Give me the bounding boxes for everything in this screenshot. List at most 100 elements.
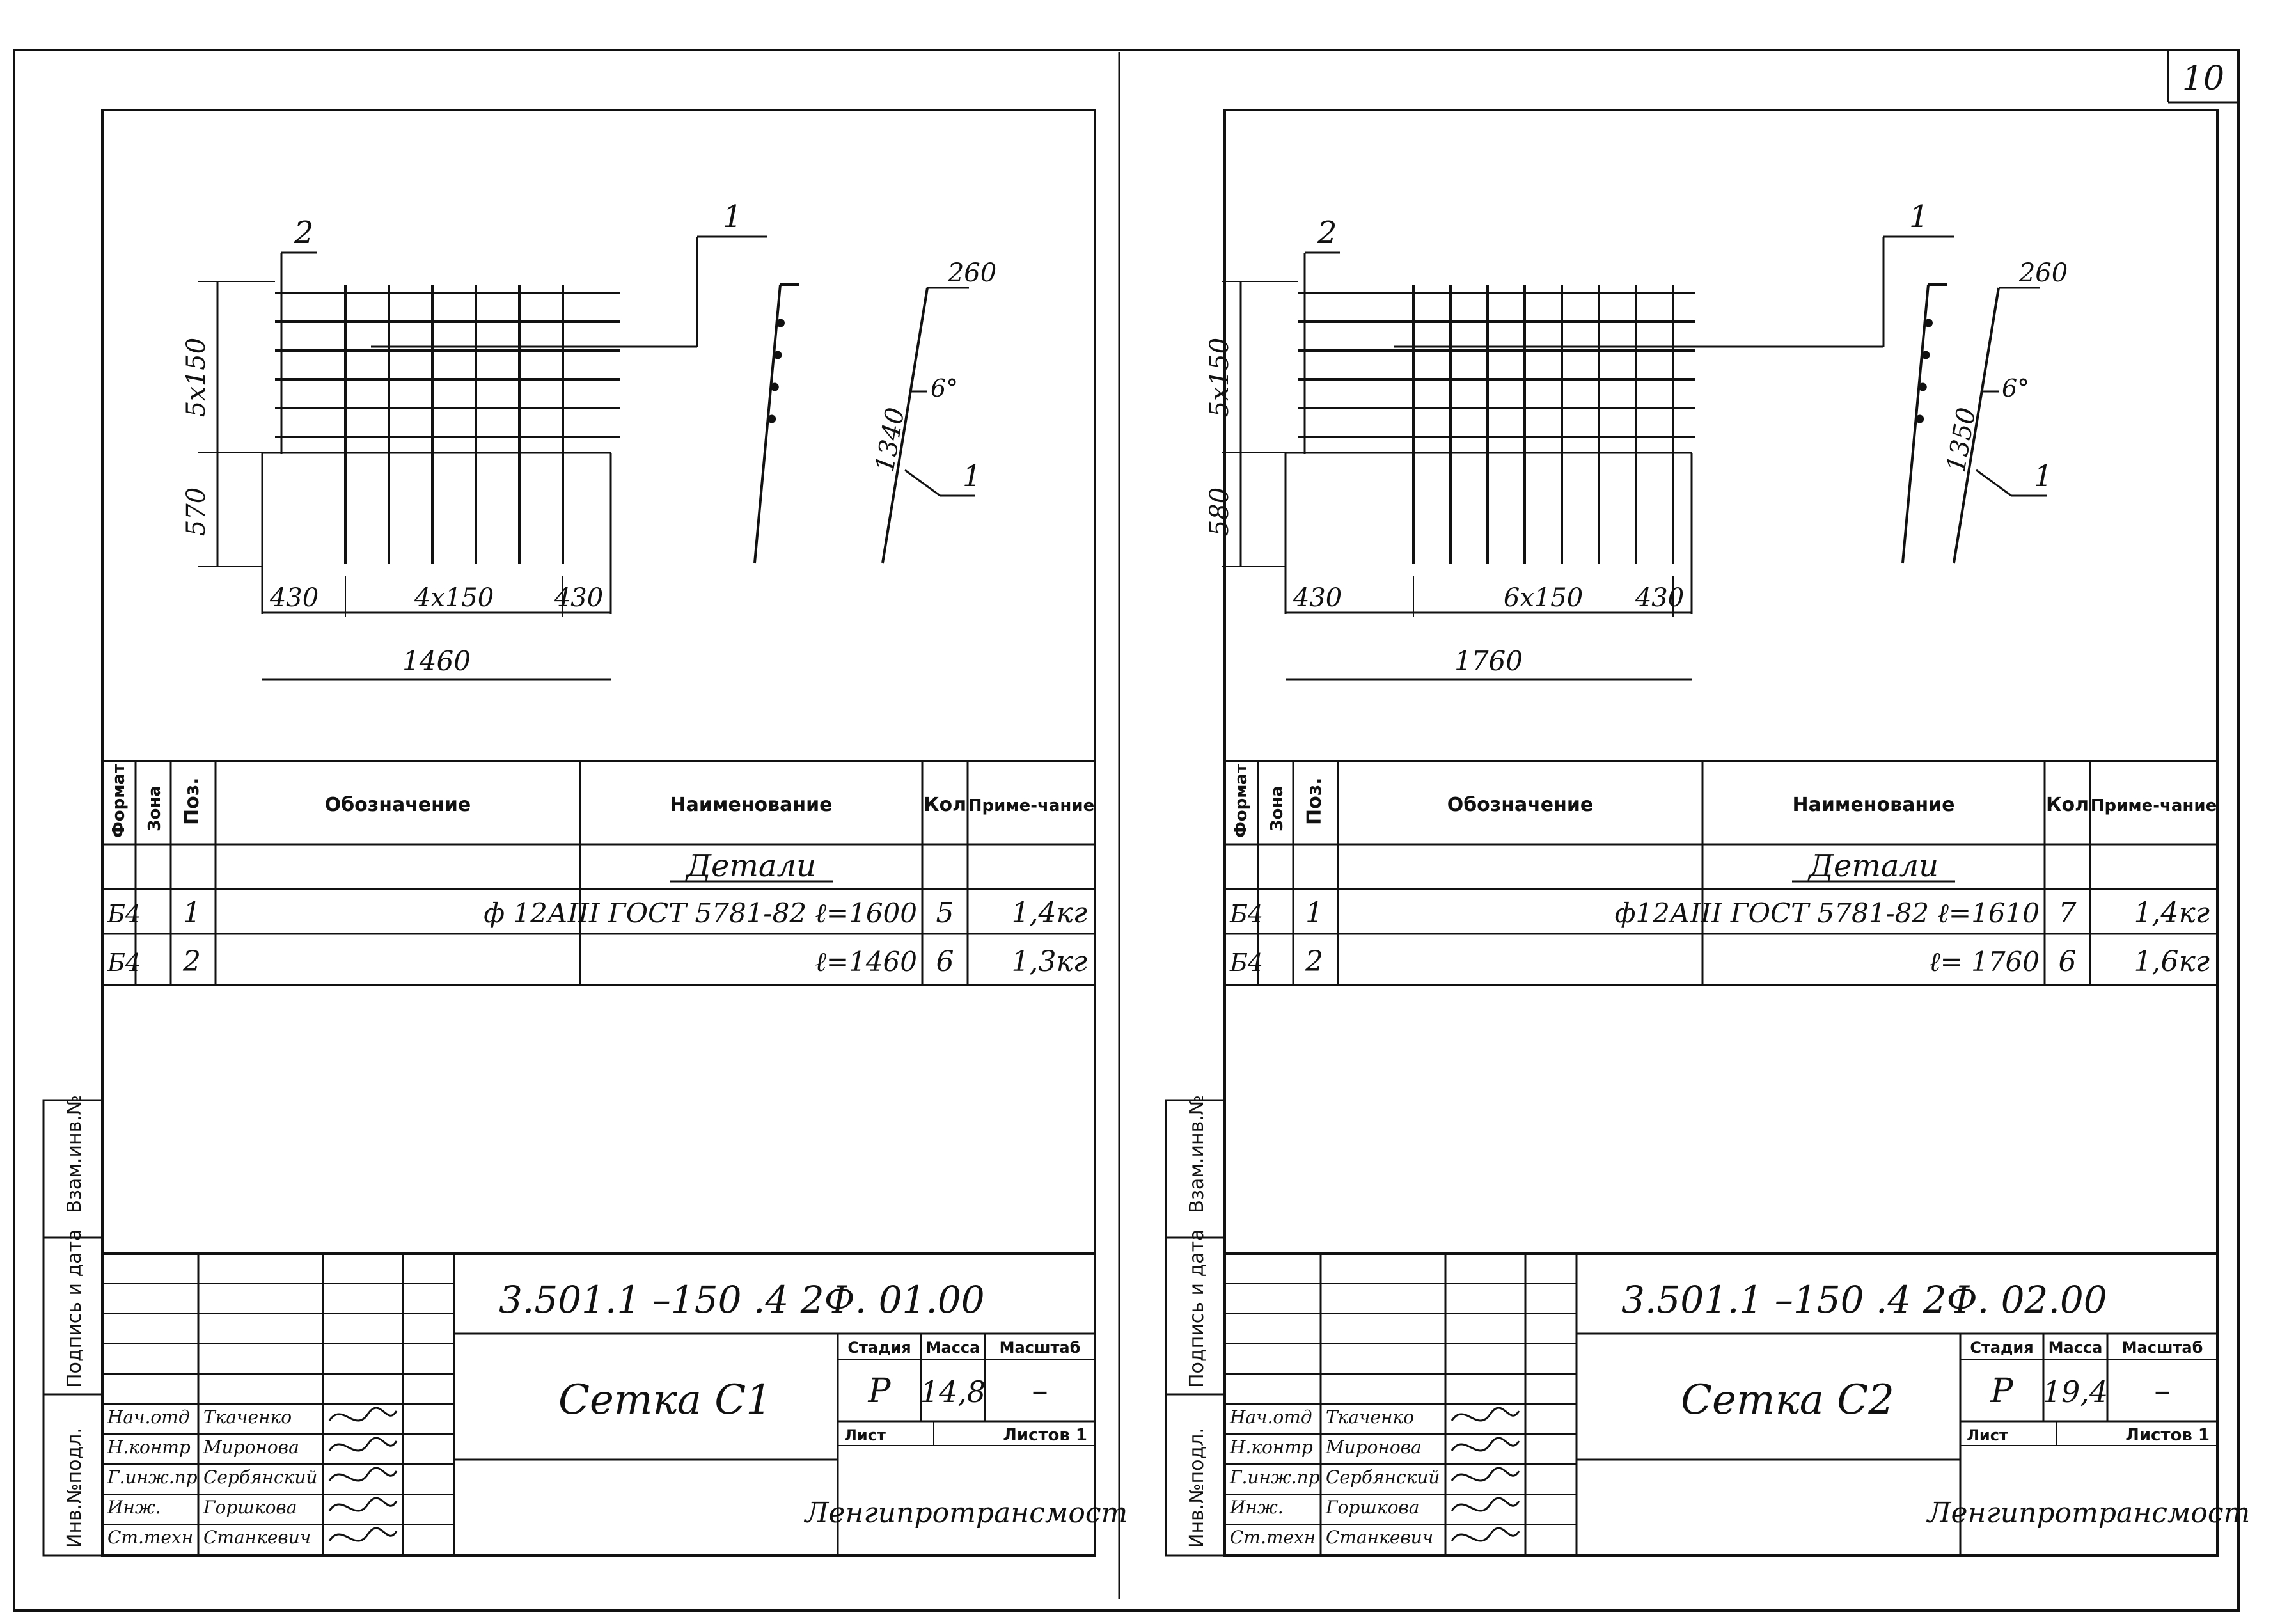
page-border (13, 49, 2240, 1612)
header-note: Приме-чание (2091, 796, 2217, 816)
sheet-2-frame (1223, 109, 2219, 1557)
signature (1451, 1527, 1520, 1542)
signer-name: Сербянский (203, 1467, 317, 1488)
bend-dot (1918, 382, 1927, 391)
position-1-side-label: 1 (963, 459, 981, 493)
row-position: 2 (1305, 945, 1323, 978)
row-format: Б4 (107, 949, 141, 977)
sheet-1-frame (101, 109, 1096, 1557)
signer-name: Горшкова (1325, 1497, 1419, 1518)
sheets-label: Листов 1 (2125, 1426, 2210, 1445)
bent-bar (1953, 287, 2000, 564)
signer-role: Нач.отд (1229, 1407, 1312, 1428)
signer-role: Г.инж.пр (1229, 1467, 1320, 1488)
sheets-label: Листов 1 (1003, 1426, 1087, 1445)
position-1-side-label: 1 (2034, 459, 2052, 493)
row-name: ℓ= 1760 (1929, 946, 2040, 977)
header-position: Поз. (1303, 777, 1326, 825)
side-view-bar (1901, 284, 1930, 564)
row-quantity: 6 (936, 945, 954, 978)
bend-dot (767, 414, 776, 423)
signer-role: Ст.техн (107, 1527, 193, 1548)
dim-lower-height: 570 (182, 487, 211, 536)
row-quantity: 5 (936, 897, 954, 929)
row-format: Б4 (107, 900, 141, 928)
leader-pos1-side (1976, 469, 2012, 497)
scale-value: – (2154, 1372, 2171, 1410)
header-quantity: Кол (924, 794, 966, 816)
header-zone: Зона (1268, 785, 1287, 832)
organization: Ленгипротрансмост (804, 1497, 1128, 1529)
signer-name: Станкевич (203, 1527, 311, 1548)
dim-bar-length: 1350 (1942, 406, 1982, 475)
signature (328, 1437, 398, 1452)
bend-dot (1921, 351, 1930, 359)
stamp-inv-podl: Инв.№подл. (1186, 1428, 1208, 1548)
position-2-label: 2 (294, 215, 314, 251)
signature (328, 1527, 398, 1542)
signer-role: Нач.отд (107, 1407, 190, 1428)
mass-label: Масса (926, 1339, 980, 1357)
header-quantity: Кол (2046, 794, 2089, 816)
signer-role: Ст.техн (1230, 1527, 1316, 1548)
signer-role: Н.контр (107, 1437, 191, 1458)
row-note: 1,6кг (2134, 945, 2210, 978)
stage-value: Р (868, 1372, 892, 1410)
dim-overhang-left: 430 (1293, 583, 1342, 613)
row-name: ф12АIII ГОСТ 5781-82 ℓ=1610 (1615, 897, 2040, 929)
side-view-bar (753, 284, 782, 564)
signer-role: Инж. (1229, 1497, 1284, 1518)
signer-role: Инж. (107, 1497, 161, 1518)
bend-dot (1924, 319, 1933, 327)
dim-spacing-horizontal: 4x150 (414, 583, 494, 613)
signer-role: Г.инж.пр (107, 1467, 198, 1488)
stamp-vzam-inv: Взам.инв.№ (1186, 1095, 1208, 1213)
header-note: Приме-чание (968, 796, 1094, 816)
scale-label: Масштаб (2122, 1339, 2203, 1357)
sheet-label: Лист (1967, 1426, 2008, 1444)
signer-name: Ткаченко (203, 1407, 292, 1428)
signer-name: Ткаченко (1326, 1407, 1414, 1428)
position-1-label: 1 (723, 199, 743, 235)
drawing-title: Сетка С1 (558, 1376, 772, 1424)
signature (328, 1467, 398, 1482)
signature (328, 1407, 398, 1422)
signature (1451, 1467, 1520, 1482)
document-code: 3.501.1 –150 .4 2Ф. 01.00 (499, 1278, 985, 1321)
signer-name: Горшкова (203, 1497, 297, 1518)
row-position: 1 (1305, 897, 1323, 929)
scale-label: Масштаб (1000, 1339, 1081, 1357)
bend-dot (770, 382, 779, 391)
page-number: 10 (2182, 59, 2224, 98)
dim-spacing-horizontal: 6x150 (1504, 583, 1583, 613)
dim-spacing-vertical: 5x150 (182, 338, 211, 417)
dim-total-width: 1460 (402, 645, 471, 677)
row-name: ℓ=1460 (815, 946, 917, 977)
signature (328, 1497, 398, 1512)
mass-value: 19,4 (2043, 1375, 2108, 1409)
stamp-podpis-data: Подпись и дата (1186, 1229, 1208, 1389)
stamp-podpis-data: Подпись и дата (63, 1229, 86, 1389)
header-format: Формат (109, 764, 129, 838)
header-position: Поз. (181, 777, 203, 825)
angle-label: 6° (2002, 374, 2029, 402)
row-name: ф 12АIII ГОСТ 5781-82 ℓ=1600 (484, 897, 917, 929)
sheet-label: Лист (844, 1426, 886, 1444)
row-format: Б4 (1229, 949, 1263, 977)
signer-name: Станкевич (1326, 1527, 1433, 1548)
dim-overhang-right: 430 (1635, 583, 1684, 613)
bend-dot (773, 351, 782, 359)
dim-hook-260: 260 (2018, 258, 2068, 288)
signer-name: Миронова (1325, 1437, 1422, 1458)
dim-overhang-left: 430 (269, 583, 318, 613)
mass-label: Масса (2048, 1339, 2103, 1357)
signer-role: Н.контр (1229, 1437, 1313, 1458)
position-1-label: 1 (1909, 199, 1929, 235)
row-note: 1,4кг (2134, 897, 2210, 929)
position-2-label: 2 (1317, 215, 1337, 251)
signature (1451, 1497, 1520, 1512)
dim-total-width: 1760 (1454, 645, 1523, 677)
section-title: Детали (1807, 848, 1938, 884)
section-title: Детали (685, 848, 816, 884)
